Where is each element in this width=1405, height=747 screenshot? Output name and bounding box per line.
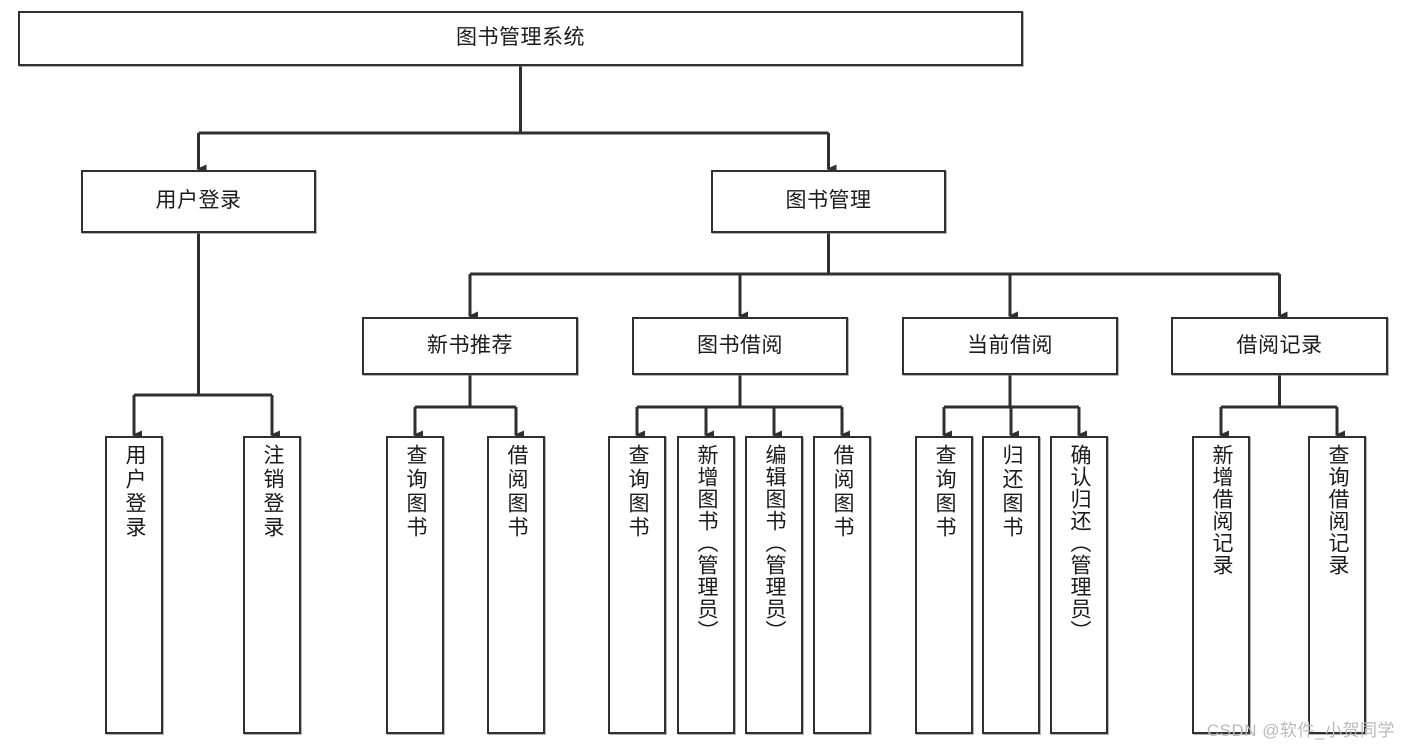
node-label-new-book-recommend: 新书推荐 [427, 333, 513, 357]
node-label-leaf-return-book: 归还图书 [1000, 444, 1024, 540]
node-label-leaf-user-login: 用户登录 [123, 444, 147, 540]
node-label-leaf-query-book-borrow: 查询图书 [626, 444, 650, 540]
node-leaf-query-book-recommend[interactable]: 查询图书 [386, 436, 444, 734]
node-new-book-recommend[interactable]: 新书推荐 [362, 317, 578, 375]
node-label-leaf-query-book-recommend: 查询图书 [404, 444, 428, 540]
watermark: CSDN @软件_小贺同学 [1206, 721, 1395, 740]
node-book-manage[interactable]: 图书管理 [711, 170, 946, 233]
node-label-leaf-borrow-book-recommend: 借阅图书 [505, 444, 529, 540]
node-leaf-edit-book-admin[interactable]: 编辑图书（管理员） [745, 436, 803, 734]
node-label-root: 图书管理系统 [456, 26, 585, 50]
node-leaf-user-login[interactable]: 用户登录 [105, 436, 163, 734]
node-user-login[interactable]: 用户登录 [81, 170, 316, 233]
node-label-book-borrow: 图书借阅 [697, 333, 783, 357]
node-label-borrow-record: 借阅记录 [1236, 333, 1323, 357]
node-leaf-borrow-book[interactable]: 借阅图书 [813, 436, 871, 734]
node-leaf-add-borrow-record[interactable]: 新增借阅记录 [1192, 436, 1250, 734]
node-borrow-record[interactable]: 借阅记录 [1171, 317, 1388, 375]
node-leaf-add-book-admin[interactable]: 新增图书（管理员） [677, 436, 735, 734]
node-leaf-query-borrow-record[interactable]: 查询借阅记录 [1308, 436, 1366, 734]
edges-group [132, 66, 1345, 440]
node-label-leaf-add-book-admin: 新增图书（管理员） [695, 444, 719, 642]
node-label-current-borrow: 当前借阅 [967, 333, 1053, 357]
node-label-leaf-query-book-current: 查询图书 [933, 444, 957, 540]
node-label-leaf-add-borrow-record: 新增借阅记录 [1210, 444, 1234, 576]
node-leaf-query-book-borrow[interactable]: 查询图书 [608, 436, 666, 734]
node-label-book-manage: 图书管理 [785, 189, 872, 213]
node-leaf-query-book-current[interactable]: 查询图书 [915, 436, 973, 734]
node-label-leaf-edit-book-admin: 编辑图书（管理员） [763, 444, 787, 642]
node-current-borrow[interactable]: 当前借阅 [902, 317, 1118, 375]
node-leaf-confirm-return-admin[interactable]: 确认归还（管理员） [1050, 436, 1108, 734]
node-label-user-login: 用户登录 [155, 189, 242, 213]
node-leaf-user-logout[interactable]: 注销登录 [243, 436, 301, 734]
node-leaf-return-book[interactable]: 归还图书 [982, 436, 1040, 734]
node-label-leaf-borrow-book: 借阅图书 [831, 444, 855, 540]
node-book-borrow[interactable]: 图书借阅 [632, 317, 848, 375]
node-label-leaf-user-logout: 注销登录 [261, 444, 285, 540]
node-root[interactable]: 图书管理系统 [18, 11, 1023, 66]
node-leaf-borrow-book-recommend[interactable]: 借阅图书 [487, 436, 545, 734]
node-label-leaf-confirm-return-admin: 确认归还（管理员） [1068, 444, 1092, 642]
node-label-leaf-query-borrow-record: 查询借阅记录 [1326, 444, 1350, 576]
